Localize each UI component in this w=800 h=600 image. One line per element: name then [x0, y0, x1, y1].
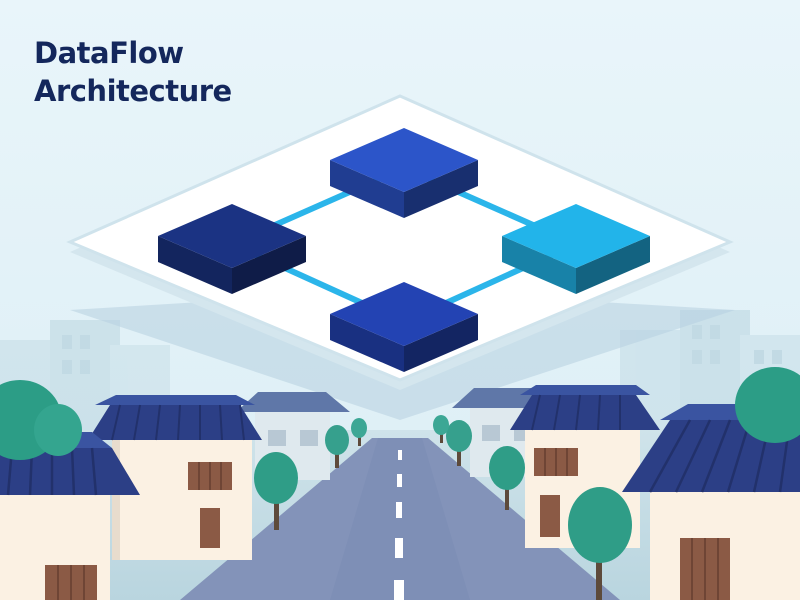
page-title: DataFlow Architecture [34, 34, 232, 110]
node-left-box [158, 204, 306, 294]
node-top-top-face [330, 128, 478, 192]
node-bottom-box [330, 282, 478, 372]
node-top-right-face [404, 160, 478, 218]
node-top-left-face [330, 160, 404, 218]
node-right-left-face [502, 236, 576, 294]
tree-left-front [0, 380, 82, 460]
tree-right-front [568, 367, 800, 600]
road-lane-markings [394, 450, 404, 600]
node-right-right-face [576, 236, 650, 294]
title-line-2: Architecture [34, 74, 232, 108]
node-left-right-face [232, 236, 306, 294]
node-bottom-left-face [330, 314, 404, 372]
node-top-box [330, 128, 478, 218]
node-bottom-right-face [404, 314, 478, 372]
house-left-front [0, 432, 140, 600]
house-right-middle [510, 385, 660, 548]
house-left-middle [88, 395, 262, 560]
diagram-nodes [158, 128, 650, 372]
node-right-top-face [502, 204, 650, 268]
node-left-top-face [158, 204, 306, 268]
trees-far [254, 415, 525, 530]
diagram-platform [66, 94, 734, 390]
node-right-box [502, 204, 650, 294]
node-bottom-top-face [330, 282, 478, 346]
node-left-left-face [158, 236, 232, 294]
title-line-1: DataFlow [34, 36, 184, 70]
